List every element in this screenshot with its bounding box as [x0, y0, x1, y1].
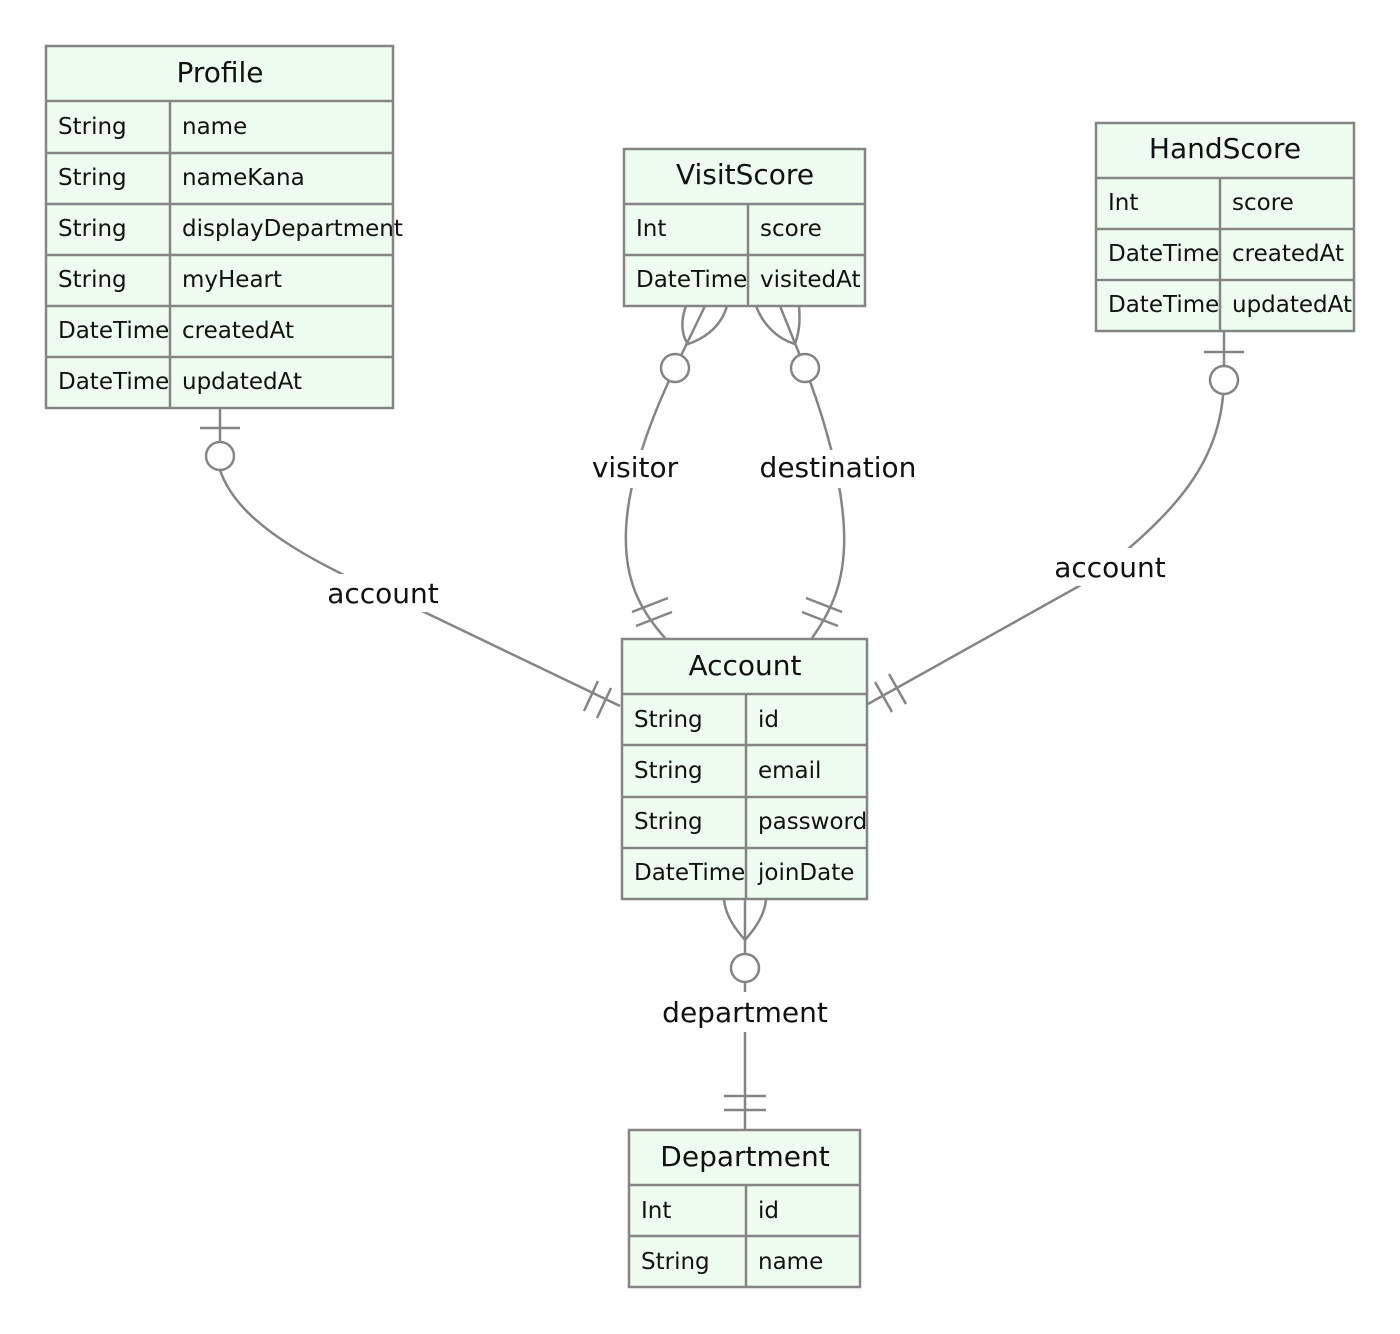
attribute-type: String — [58, 267, 127, 293]
crowfoot-mark — [722, 899, 768, 942]
attribute-name: score — [1232, 190, 1294, 216]
attribute-name: createdAt — [182, 318, 294, 344]
attribute-name: updatedAt — [1232, 292, 1352, 318]
zero-circle-mark — [659, 352, 691, 384]
attribute-name: email — [758, 758, 821, 784]
label-bg — [758, 450, 918, 488]
relationship-label-visitor: visitor — [592, 451, 679, 484]
entity-visitscore: VisitScore Int score DateTime visitedAt — [622, 147, 867, 308]
attribute-name: updatedAt — [182, 369, 302, 395]
entity-department: Department Int id String name — [627, 1128, 862, 1289]
attribute-type: DateTime — [636, 267, 747, 293]
attribute-name: myHeart — [182, 267, 282, 293]
attribute-name: name — [758, 1249, 823, 1275]
attribute-name: name — [182, 114, 247, 140]
label-bg — [660, 992, 830, 1032]
attribute-name: score — [760, 216, 822, 242]
relationship-handscore-account: account — [867, 332, 1244, 713]
attribute-type: String — [634, 809, 703, 835]
attribute-type: String — [58, 216, 127, 242]
entity-profile: Profile String name String nameKana Stri… — [44, 44, 403, 410]
attribute-type: DateTime — [1108, 292, 1219, 318]
one-bar-mark — [873, 681, 894, 713]
attribute-type: DateTime — [1108, 241, 1219, 267]
attribute-type: Int — [636, 216, 666, 242]
zero-circle-mark — [1208, 364, 1240, 396]
attribute-name: nameKana — [182, 165, 305, 191]
one-bar-mark — [582, 680, 600, 712]
attribute-type: DateTime — [634, 860, 745, 886]
entity-title: VisitScore — [676, 158, 814, 191]
attribute-name: id — [758, 707, 779, 733]
attribute-type: String — [634, 707, 703, 733]
attribute-type: DateTime — [58, 369, 169, 395]
attribute-type: Int — [641, 1198, 671, 1224]
relationship-label-account-handscore: account — [1054, 551, 1166, 584]
zero-circle-mark — [729, 952, 761, 984]
attribute-name: joinDate — [757, 860, 854, 886]
entity-title: HandScore — [1149, 132, 1301, 165]
attribute-name: password — [758, 809, 867, 835]
attribute-name: displayDepartment — [182, 216, 403, 242]
relationship-visitscore-visitor: visitor — [588, 305, 729, 639]
attribute-type: DateTime — [58, 318, 169, 344]
entity-account: Account String id String email String pa… — [620, 637, 869, 901]
relationship-label-account-profile: account — [327, 577, 439, 610]
relationship-profile-account: account — [200, 408, 621, 719]
relationship-account-department: department — [660, 899, 830, 1130]
label-bg — [1050, 548, 1170, 586]
attribute-type: String — [641, 1249, 710, 1275]
relationship-label-destination: destination — [760, 451, 917, 484]
crowfoot-mark — [681, 305, 729, 346]
attribute-type: String — [58, 114, 127, 140]
attribute-name: createdAt — [1232, 241, 1344, 267]
one-bar-mark — [631, 596, 669, 614]
attribute-type: String — [634, 758, 703, 784]
zero-circle-mark — [204, 440, 236, 472]
relationship-visitscore-destination: destination — [754, 305, 918, 639]
crowfoot-mark — [754, 305, 801, 346]
attribute-type: Int — [1108, 190, 1138, 216]
one-bar-mark — [595, 687, 613, 719]
edge-handscore-account — [867, 332, 1226, 706]
entity-title: Department — [660, 1140, 829, 1173]
attribute-type: String — [58, 165, 127, 191]
attribute-name: visitedAt — [760, 267, 861, 293]
edge-profile-account — [218, 408, 621, 708]
one-bar-mark — [805, 596, 843, 614]
zero-circle-mark — [789, 352, 821, 384]
relationship-label-department: department — [662, 996, 828, 1029]
attribute-name: id — [758, 1198, 779, 1224]
entity-handscore: HandScore Int score DateTime createdAt D… — [1094, 121, 1356, 333]
one-bar-mark — [635, 610, 673, 628]
entity-title: Profile — [176, 56, 263, 89]
entity-title: Account — [688, 649, 801, 682]
label-bg — [588, 450, 682, 488]
one-bar-mark — [801, 610, 839, 628]
one-bar-mark — [887, 673, 908, 705]
label-bg — [324, 574, 442, 612]
